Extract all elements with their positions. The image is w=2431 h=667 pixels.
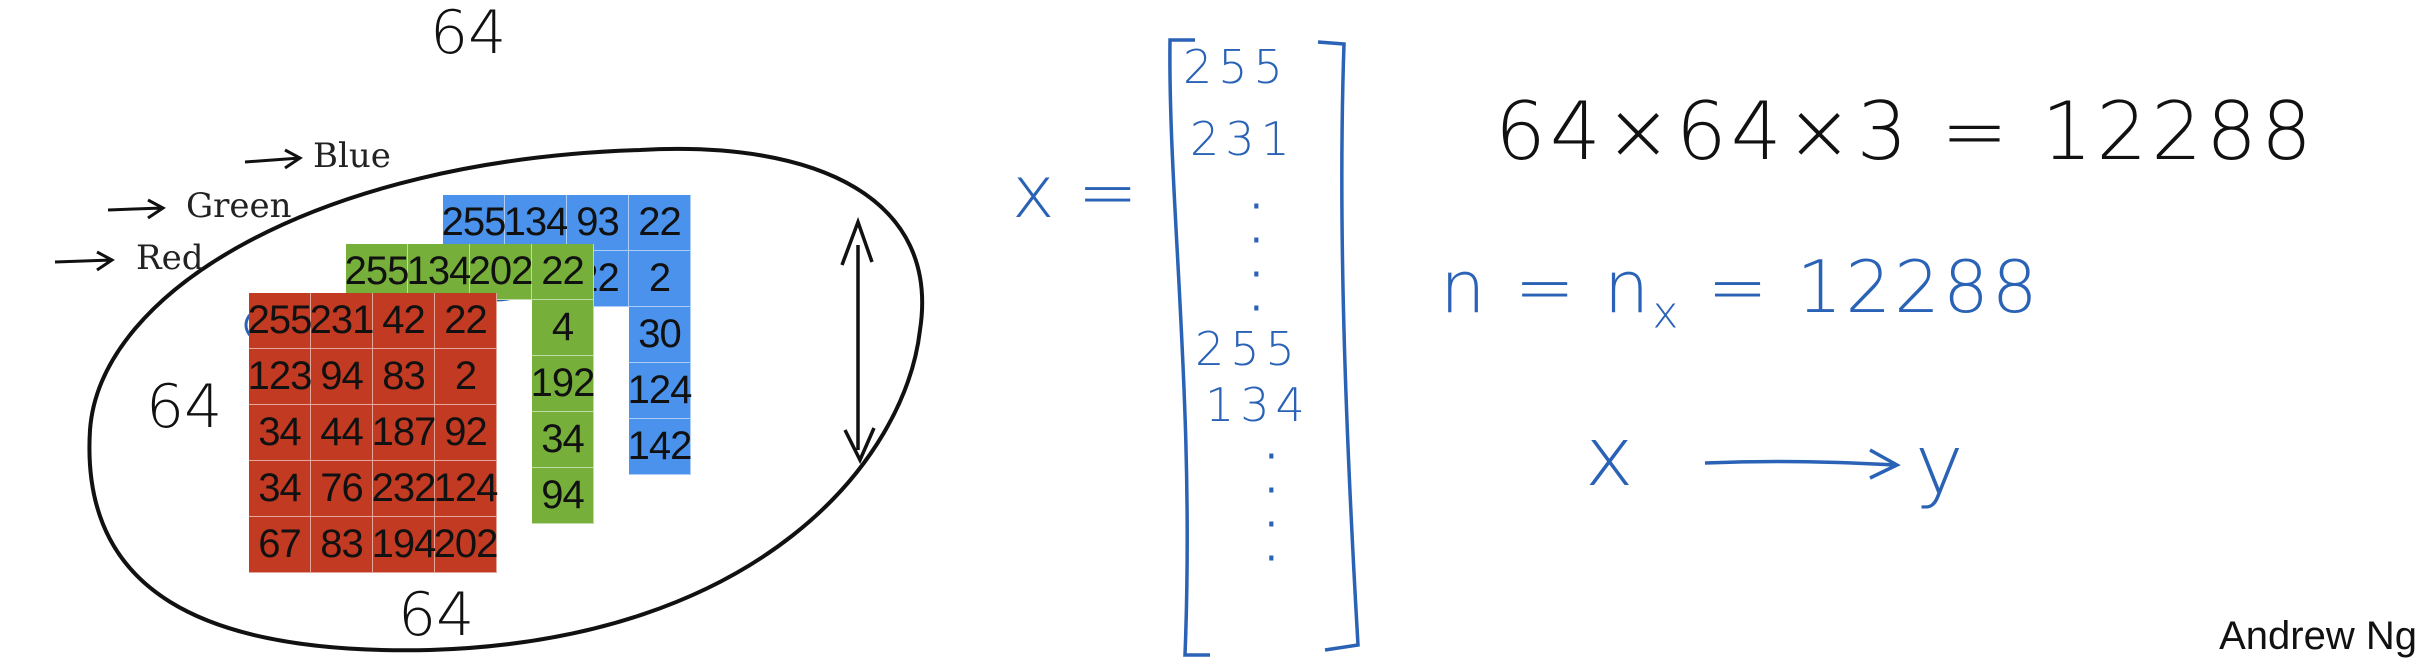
dimension-equation: 64×64×3 = 12288 [1495, 85, 2316, 178]
n-equation-lhs: n = n [1440, 245, 1653, 329]
red-grid-cell: 34 [249, 405, 311, 461]
vector-left-bracket [1168, 38, 1210, 657]
blue-grid-cell: 134 [504, 195, 568, 251]
blue-channel-label: Blue [313, 136, 391, 176]
mapping-arrow [1704, 448, 1901, 480]
green-grid-cell [532, 524, 594, 580]
vector-entry-4: 134 [1205, 378, 1311, 432]
green-channel-label: Green [186, 186, 292, 226]
height-size-label: 64 [146, 372, 223, 442]
red-grid-cell: 83 [311, 517, 373, 573]
red-grid-cell: 194 [372, 517, 436, 573]
red-grid-cell: 232 [372, 461, 436, 517]
red-grid-cell: 34 [249, 461, 311, 517]
green-grid-cell: 192 [531, 356, 595, 412]
red-grid-cell: 42 [373, 293, 435, 349]
blue-grid-cell: 93 [567, 195, 629, 251]
vector-variable-label: x = [1012, 150, 1138, 234]
n-subscript: x [1652, 287, 1682, 339]
red-grid-cell: 92 [435, 405, 497, 461]
red-grid-cell: 94 [311, 349, 373, 405]
n-equation: n = nx = 12288 [1440, 245, 2041, 338]
blue-grid-cell: 30 [629, 307, 691, 363]
red-grid-cell: 231 [310, 293, 374, 349]
red-grid-cell: 255 [248, 293, 312, 349]
red-grid-cell: 83 [373, 349, 435, 405]
top-size-label: 64 [430, 0, 507, 68]
red-grid-cell: 187 [372, 405, 436, 461]
blue-grid-cell: 255 [442, 195, 506, 251]
blue-pointer-arrow [244, 148, 303, 170]
red-grid-cell: 76 [311, 461, 373, 517]
blue-grid-cell: 22 [629, 195, 691, 251]
green-grid-cell: 94 [532, 468, 594, 524]
red-grid-cell: 44 [311, 405, 373, 461]
author-credit: Andrew Ng [2219, 614, 2417, 658]
mapping-output: y [1915, 418, 1964, 513]
green-pointer-arrow [107, 198, 166, 220]
blue-grid-cell: 124 [628, 363, 692, 419]
blue-grid-cell [629, 475, 691, 531]
red-grid-cell: 67 [249, 517, 311, 573]
red-channel-label: Red [136, 238, 204, 278]
red-grid-cell: 124 [434, 461, 498, 517]
vector-entry-2: 231 [1190, 112, 1296, 166]
vector-right-bracket [1317, 40, 1360, 652]
green-grid-cell: 255 [345, 244, 409, 300]
width-size-label: 64 [398, 580, 475, 650]
red-pointer-arrow [54, 250, 115, 272]
red-grid-cell: 2 [435, 349, 497, 405]
height-arrow [840, 216, 876, 465]
green-grid-cell: 202 [469, 244, 533, 300]
vector-ellipsis-1: ···· [1250, 184, 1263, 332]
green-grid-cell: 22 [532, 244, 594, 300]
green-grid-cell: 4 [532, 300, 594, 356]
mapping-input: x [1585, 410, 1634, 505]
red-grid-cell: 22 [435, 293, 497, 349]
vector-entry-1: 255 [1183, 40, 1289, 94]
vector-entry-3: 255 [1195, 322, 1301, 376]
green-grid-cell: 134 [407, 244, 471, 300]
image-loop [87, 147, 925, 653]
blue-grid-cell: 2 [629, 251, 691, 307]
vector-ellipsis-2: ···· [1265, 434, 1278, 582]
blue-grid-cell: 142 [628, 419, 692, 475]
n-equation-value: = 12288 [1707, 245, 2041, 329]
red-grid-cell: 202 [434, 517, 498, 573]
red-grid-cell: 123 [248, 349, 312, 405]
green-grid-cell: 34 [532, 412, 594, 468]
